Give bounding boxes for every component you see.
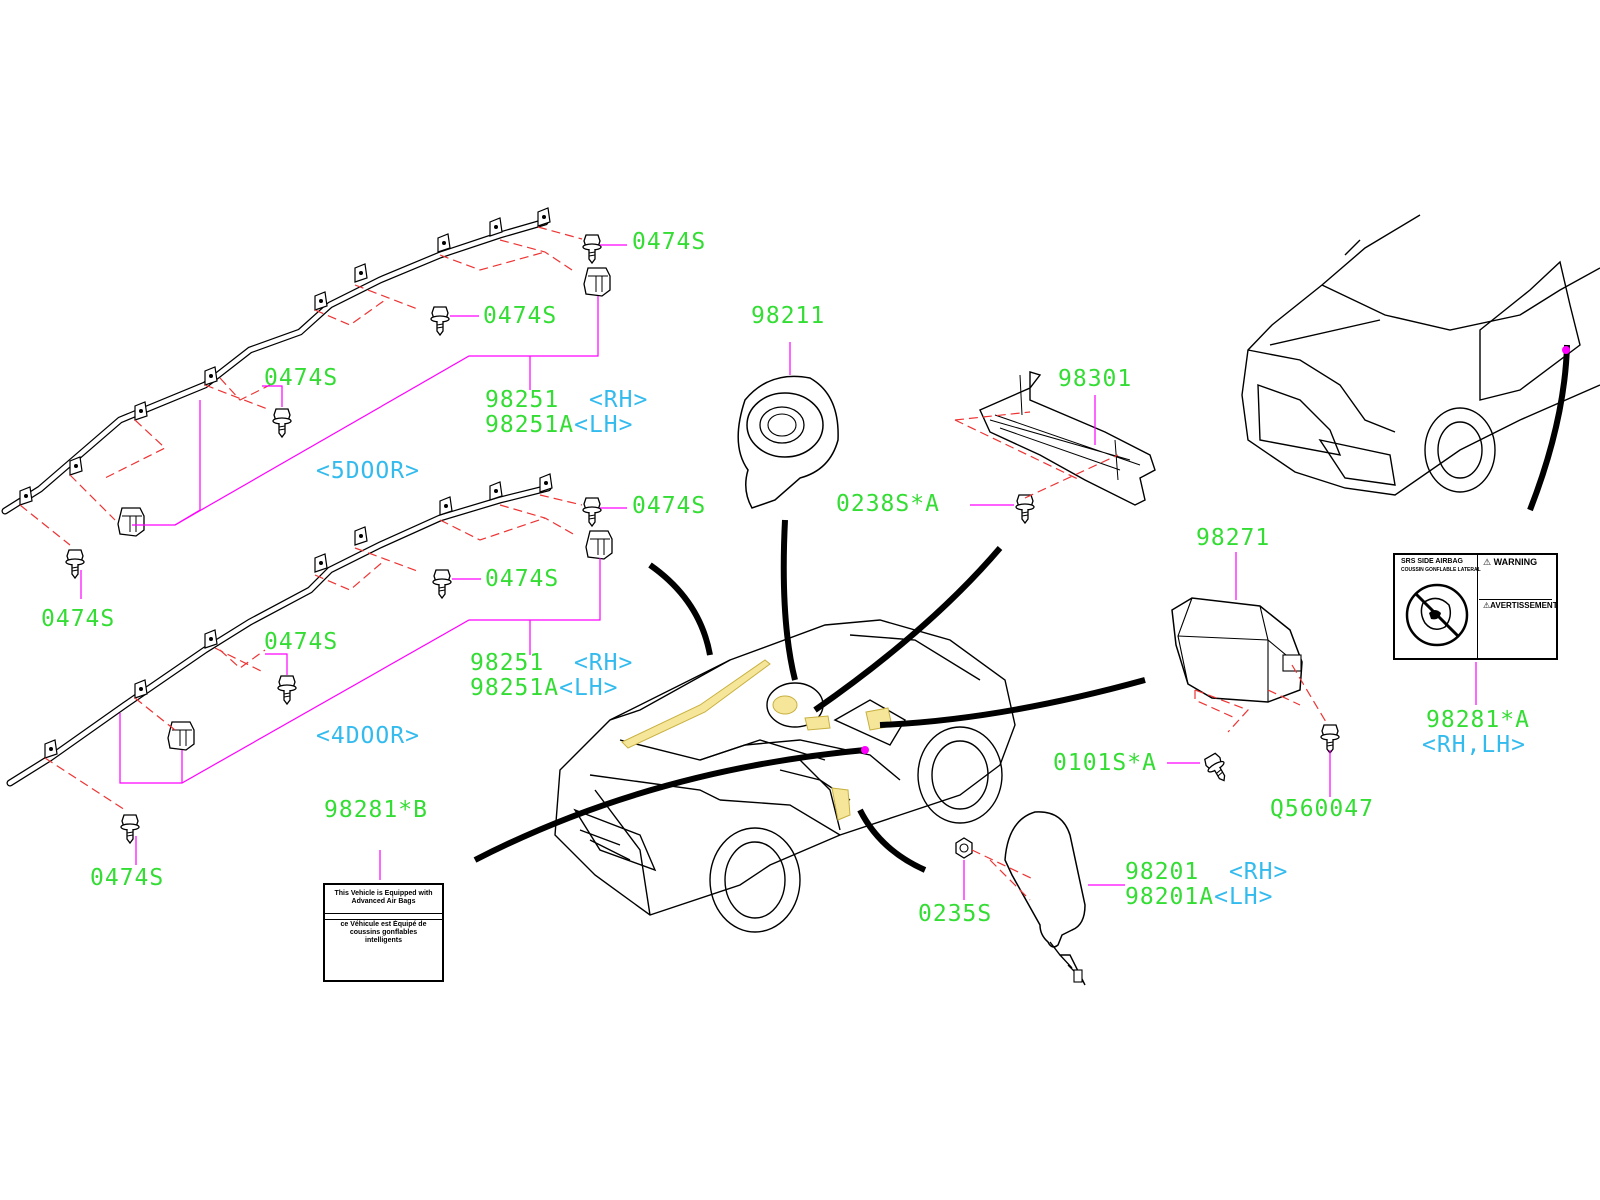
group-5door: <5DOOR> — [316, 458, 420, 484]
no-child-seat-icon — [1405, 583, 1469, 647]
label-location-pointer — [1527, 344, 1570, 512]
part-0238s-a[interactable]: 0238S*A — [836, 491, 940, 517]
curtain-airbag-5door[interactable] — [1, 207, 627, 599]
label-a-warning-fr: ⚠AVERTISSEMENT — [1483, 601, 1558, 610]
part-98251a-4door[interactable]: 98251A<LH> — [470, 675, 619, 701]
knee-airbag[interactable] — [954, 371, 1156, 524]
advanced-airbag-caution-label[interactable]: This Vehicle is Equipped with Advanced A… — [323, 883, 444, 982]
part-0474s-4door-bottom[interactable]: 0474S — [90, 865, 165, 891]
part-0474s-4door-top[interactable]: 0474S — [632, 493, 707, 519]
part-98251-5door[interactable]: 98251 <RH> — [485, 387, 649, 413]
airbag-highlights — [621, 659, 893, 821]
part-0474s-4door-mid[interactable]: 0474S — [485, 566, 560, 592]
part-0474s-5door-mid[interactable]: 0474S — [483, 303, 558, 329]
callout-pointers — [473, 519, 1146, 873]
label-a-title: SRS SIDE AIRBAG — [1401, 558, 1463, 565]
passenger-airbag[interactable] — [1167, 552, 1340, 797]
seat-airbag-location-marker — [861, 746, 869, 754]
part-q560047[interactable]: Q560047 — [1270, 796, 1374, 822]
curtain-airbag-4door[interactable] — [6, 473, 627, 865]
label-a-subtitle: COUSSIN GONFLABLE LATERAL — [1401, 567, 1481, 573]
label-b-english-text: This Vehicle is Equipped with Advanced A… — [334, 890, 433, 905]
label-b-french-text: ce Véhicule est Équipé de coussins gonfl… — [340, 921, 427, 944]
side-airbag-caution-label[interactable]: SRS SIDE AIRBAG COUSSIN GONFLABLE LATERA… — [1393, 553, 1558, 660]
part-0235s[interactable]: 0235S — [918, 901, 993, 927]
part-0101s-a[interactable]: 0101S*A — [1053, 750, 1157, 776]
part-98281-a-side: <RH,LH> — [1422, 732, 1526, 758]
part-0474s-5door-center[interactable]: 0474S — [264, 365, 339, 391]
part-98201a[interactable]: 98201A<LH> — [1125, 884, 1274, 910]
part-0474s-5door-top[interactable]: 0474S — [632, 229, 707, 255]
part-0474s-5door-bottom[interactable]: 0474S — [41, 606, 116, 632]
part-98251-4door[interactable]: 98251 <RH> — [470, 650, 634, 676]
group-4door: <4DOOR> — [316, 723, 420, 749]
side-airbag-label-location-vehicle — [1241, 214, 1600, 496]
label-a-warning: ⚠ WARNING — [1483, 557, 1538, 567]
part-98201[interactable]: 98201 <RH> — [1125, 859, 1289, 885]
label-location-marker — [1562, 346, 1570, 354]
part-98281-a[interactable]: 98281*A — [1426, 707, 1530, 733]
seat-airbag[interactable] — [955, 811, 1125, 986]
label-leaders — [379, 662, 1477, 880]
part-98251a-5door[interactable]: 98251A<LH> — [485, 412, 634, 438]
part-0474s-4door-center[interactable]: 0474S — [264, 629, 339, 655]
part-98301[interactable]: 98301 — [1058, 366, 1133, 392]
part-98211[interactable]: 98211 — [751, 303, 826, 329]
part-98271[interactable]: 98271 — [1196, 525, 1271, 551]
part-98281-b[interactable]: 98281*B — [324, 797, 428, 823]
steering-airbag[interactable] — [737, 342, 839, 509]
vehicle-overview — [554, 619, 1016, 933]
